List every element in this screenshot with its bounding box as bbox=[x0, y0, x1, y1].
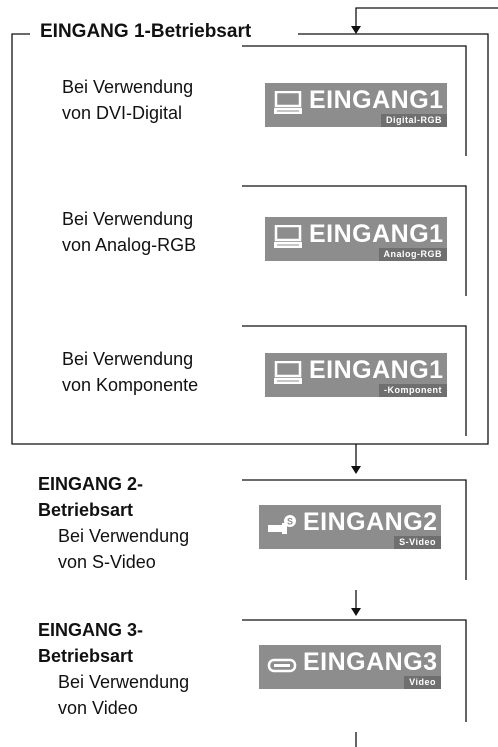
group3-title: EINGANG 3- Betriebsart bbox=[38, 617, 143, 669]
badge-main-label: EINGANG1 bbox=[309, 86, 444, 114]
desc-line: von DVI-Digital bbox=[62, 103, 183, 123]
badge-main-label: EINGANG1 bbox=[309, 220, 444, 248]
desc-line: Bei Verwendung bbox=[58, 672, 190, 692]
input-badge-video: EINGANG3 Video bbox=[259, 645, 441, 689]
mode-description: Bei Verwendung von Komponente bbox=[62, 346, 198, 398]
mode-description: Bei Verwendung von DVI-Digital bbox=[62, 74, 193, 126]
mode-description: Bei Verwendung von S-Video bbox=[58, 523, 189, 575]
badge-sub-label: S-Video bbox=[394, 536, 441, 549]
input-badge-s-video: S EINGANG2 S-Video bbox=[259, 505, 441, 549]
group2-title: EINGANG 2- Betriebsart bbox=[38, 471, 143, 523]
arrow-down-icon bbox=[351, 466, 361, 474]
input-badge-analog: EINGANG1 Analog-RGB bbox=[265, 217, 447, 261]
badge-main-label: EINGANG3 bbox=[303, 648, 438, 676]
desc-line: Bei Verwendung bbox=[62, 77, 194, 97]
title-line: Betriebsart bbox=[38, 646, 134, 666]
s-video-plug-icon: S bbox=[268, 515, 296, 534]
badge-main-label: EINGANG1 bbox=[309, 356, 444, 384]
desc-line: von Analog-RGB bbox=[62, 235, 197, 255]
svg-text:S: S bbox=[287, 517, 293, 527]
monitor-icon bbox=[274, 225, 302, 248]
mode-description: Bei Verwendung von Video bbox=[58, 669, 189, 721]
monitor-icon bbox=[274, 91, 302, 114]
badge-sub-label: -Komponent bbox=[379, 384, 447, 397]
badge-main-label: EINGANG2 bbox=[303, 508, 438, 536]
desc-line: Bei Verwendung bbox=[58, 526, 190, 546]
title-line: Betriebsart bbox=[38, 500, 134, 520]
title-line: EINGANG 2- bbox=[38, 474, 144, 494]
desc-line: Bei Verwendung bbox=[62, 209, 194, 229]
arrow-down-icon bbox=[351, 608, 361, 616]
input-badge-component: EINGANG1 -Komponent bbox=[265, 353, 447, 397]
arrow-down-icon bbox=[351, 26, 361, 34]
desc-line: von Komponente bbox=[62, 375, 199, 395]
desc-line: von Video bbox=[58, 698, 138, 718]
badge-sub-label: Analog-RGB bbox=[378, 248, 447, 261]
desc-line: von S-Video bbox=[58, 552, 156, 572]
title-line: EINGANG 3- bbox=[38, 620, 144, 640]
video-connector-icon bbox=[267, 658, 297, 673]
desc-line: Bei Verwendung bbox=[62, 349, 194, 369]
input-badge-dvi: EINGANG1 Digital-RGB bbox=[265, 83, 447, 127]
mode-description: Bei Verwendung von Analog-RGB bbox=[62, 206, 196, 258]
group1-title: EINGANG 1-Betriebsart bbox=[36, 21, 256, 43]
monitor-icon bbox=[274, 361, 302, 384]
badge-sub-label: Digital-RGB bbox=[381, 114, 447, 127]
badge-sub-label: Video bbox=[404, 676, 441, 689]
